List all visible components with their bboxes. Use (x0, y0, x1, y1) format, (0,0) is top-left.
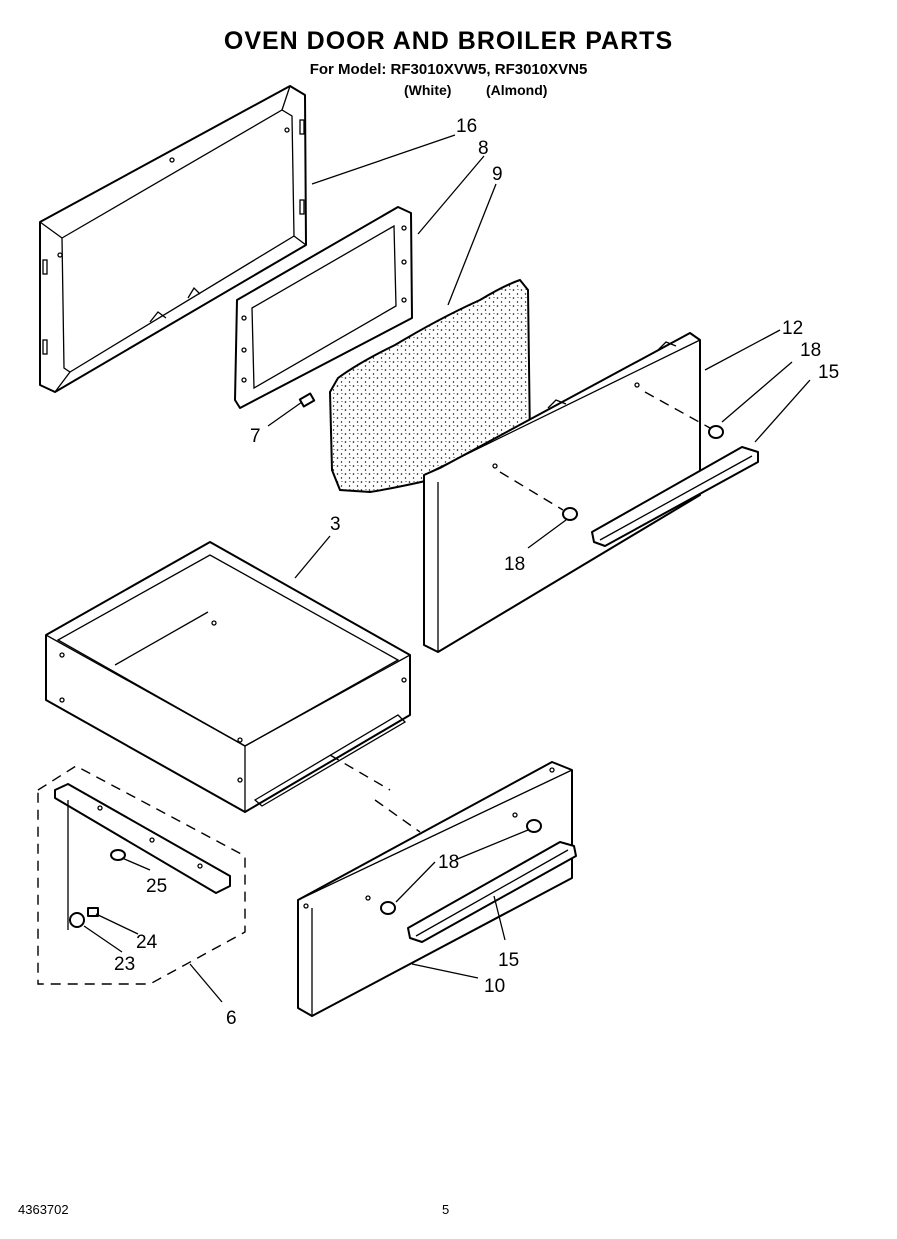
callout-16: 16 (456, 116, 477, 137)
inner-door-liner-part-16 (39, 85, 307, 393)
callout-23: 23 (114, 954, 135, 975)
models-line: For Model: RF3010XVW5, RF3010XVN5 (309, 61, 588, 78)
screw-part-7 (298, 392, 316, 408)
callout-6: 6 (226, 1008, 237, 1029)
callout-18-upper-left: 18 (504, 554, 525, 575)
leader-lines (83, 134, 811, 1003)
color-almond: (Almond) (486, 82, 548, 98)
broiler-drawer-part-3 (45, 541, 421, 833)
callout-18-upper-right: 18 (800, 340, 821, 361)
callout-12: 12 (782, 318, 803, 339)
callout-7: 7 (250, 426, 261, 447)
page-title: OVEN DOOR AND BROILER PARTS (223, 27, 674, 55)
bracket-assembly-part-6 (37, 765, 246, 985)
callout-9: 9 (492, 164, 503, 185)
callout-8: 8 (478, 138, 489, 159)
page-number: 5 (442, 1202, 450, 1217)
callout-15-lower: 15 (498, 950, 519, 971)
callout-24: 24 (136, 932, 158, 953)
callout-3: 3 (330, 514, 341, 535)
outer-door-panel-part-12 (423, 332, 701, 653)
door-handle-part-15-upper (591, 446, 759, 547)
door-glass-frame-part-8 (234, 206, 413, 409)
callout-18-lower: 18 (438, 852, 459, 873)
callout-15-upper: 15 (818, 362, 839, 383)
color-white: (White) (404, 82, 452, 98)
doc-number: 4363702 (18, 1202, 69, 1217)
callout-10: 10 (484, 976, 505, 997)
broiler-drawer-front-part-10 (297, 761, 577, 1017)
spacer-part-18-upper (499, 391, 724, 521)
callout-25: 25 (146, 876, 167, 897)
